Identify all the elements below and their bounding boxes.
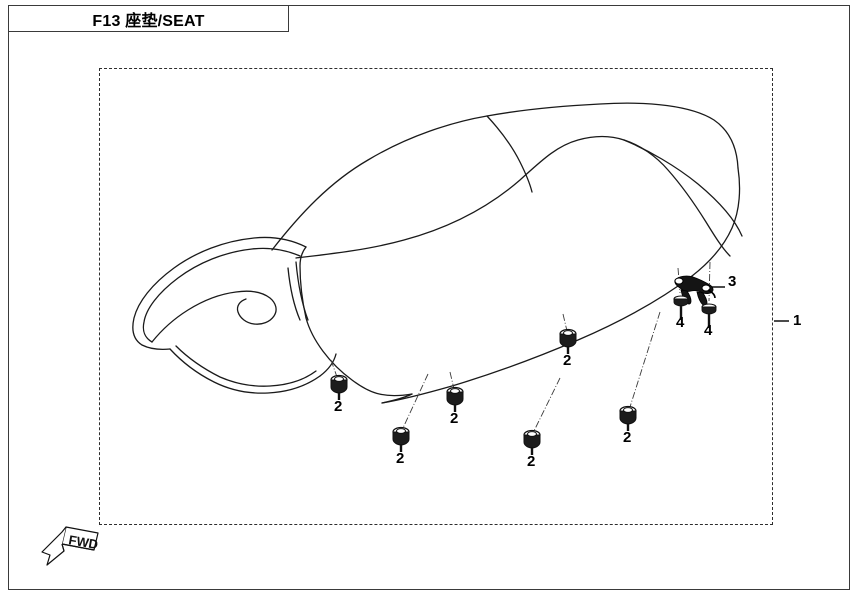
title-box: F13 座垫/SEAT (8, 5, 289, 32)
assembly-boundary-dashed (99, 68, 773, 525)
callout-label-2[interactable]: 2 (527, 453, 536, 470)
callout-label-4[interactable]: 4 (676, 314, 685, 331)
forward-arrow-icon: FWD (41, 526, 99, 566)
callout-label-2[interactable]: 2 (450, 410, 459, 427)
callout-label-2[interactable]: 2 (334, 398, 343, 415)
callout-label-1[interactable]: 1 (793, 312, 802, 329)
page-title: F13 座垫/SEAT (92, 12, 205, 30)
fwd-label: FWD (67, 532, 99, 552)
callout-label-2[interactable]: 2 (396, 450, 405, 467)
callout-label-2[interactable]: 2 (623, 429, 632, 446)
callout-label-3[interactable]: 3 (728, 273, 737, 290)
callout-label-2[interactable]: 2 (563, 352, 572, 369)
page-border (8, 5, 850, 590)
callout-label-4[interactable]: 4 (704, 322, 713, 339)
